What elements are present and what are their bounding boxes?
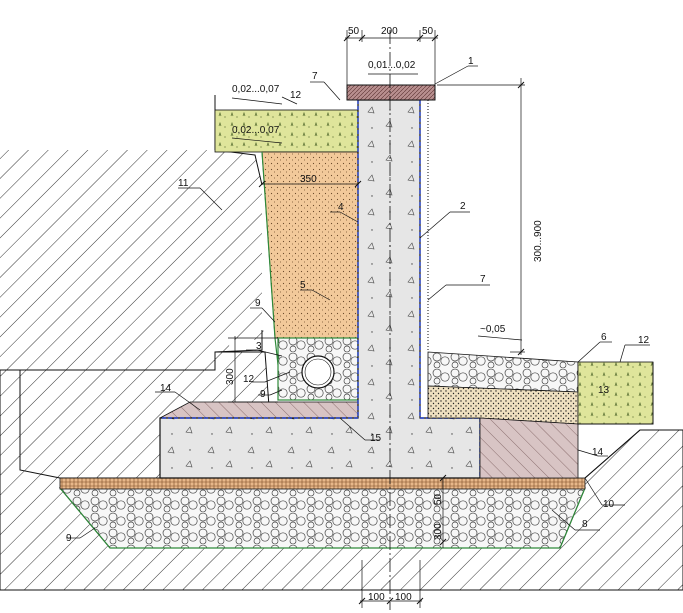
backfill-dim-ticks (258, 180, 362, 188)
drain-height-dimension (228, 336, 278, 403)
callout-12-drain: 12 (243, 374, 255, 385)
wall-height-dimension (437, 78, 525, 356)
coping-cap (346, 84, 436, 101)
right-topsoil-layer (577, 361, 654, 425)
callout-6: 6 (601, 332, 607, 343)
dim-wall-height: 300...900 (533, 220, 544, 262)
gravel-bedding (58, 487, 586, 549)
callout-14-right: 14 (592, 447, 604, 458)
callout-leaders (66, 65, 650, 539)
bottom-dimension-chain (358, 560, 424, 608)
left-slope-upper-leader (231, 97, 283, 105)
dim-cap-slope: 0,01...0,02 (368, 60, 416, 71)
dim-bottom-left: 100 (368, 592, 385, 603)
callout-4: 4 (338, 202, 344, 213)
front-slope-leader (477, 335, 523, 341)
callout-12-right: 12 (638, 335, 650, 346)
callout-9-bottom: 9 (66, 533, 72, 544)
dim-top-right-margin: 50 (422, 26, 434, 37)
right-sand-layer (427, 385, 579, 425)
callout-3: 3 (256, 341, 262, 352)
callout-13: 13 (598, 385, 610, 396)
callout-11: 11 (178, 178, 189, 189)
callout-2: 2 (460, 201, 466, 212)
dim-bottom-right: 100 (395, 592, 412, 603)
dim-left-slope-upper: 0,02...0,07 (232, 84, 280, 95)
base-thickness-dimension (439, 474, 447, 548)
dim-backfill-width: 350 (300, 174, 317, 185)
callout-9-drain: 9 (260, 389, 266, 400)
dim-wall-thickness: 200 (381, 26, 398, 37)
callout-7-right: 7 (480, 274, 486, 285)
callout-9-left: 9 (255, 298, 261, 309)
callout-10: 10 (603, 499, 615, 510)
natural-ground-left-hatch (0, 150, 265, 480)
callout-14-left: 14 (160, 383, 172, 394)
callout-12-top: 12 (290, 90, 302, 101)
left-slope-lower-leader (231, 137, 283, 144)
callout-7-top: 7 (312, 71, 318, 82)
dim-left-slope-lower: 0,02...0,07 (232, 125, 280, 136)
dim-front-slope: ~0,05 (480, 324, 506, 335)
dim-base-thickness: 300 (433, 523, 444, 540)
dim-top-left-margin: 50 (348, 26, 360, 37)
top-dimension-chain (343, 30, 439, 85)
callout-1: 1 (468, 56, 474, 67)
drain-pipe (301, 355, 335, 389)
dim-base-pad: 50 (433, 493, 444, 505)
callout-5: 5 (300, 280, 306, 291)
dim-drain-height: 300 (225, 368, 236, 385)
callout-8: 8 (582, 519, 588, 530)
right-ground-outline (578, 362, 654, 479)
base-bedding-strip (59, 477, 586, 490)
right-paving-stones (427, 351, 579, 393)
right-clay-layer (479, 417, 579, 479)
clay-layer-left (159, 401, 359, 419)
drain-pipe-inner (304, 358, 332, 386)
callout-15: 15 (370, 433, 382, 444)
geotextile-bottom (59, 487, 586, 549)
left-topsoil-layer (214, 109, 361, 153)
